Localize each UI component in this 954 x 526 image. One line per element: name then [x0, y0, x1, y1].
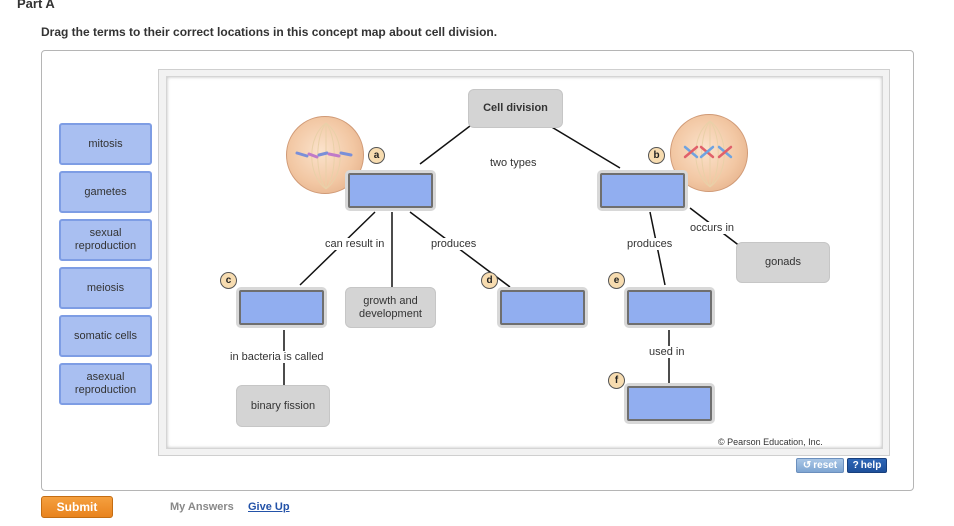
term-gametes[interactable]: gametes [59, 171, 152, 213]
link-label-occurs-in: occurs in [689, 222, 736, 234]
term-meiosis[interactable]: meiosis [59, 267, 152, 309]
reset-icon: ↺ [802, 460, 812, 471]
term-somatic-cells[interactable]: somatic cells [59, 315, 152, 357]
drop-target-a[interactable] [345, 170, 436, 211]
instruction-text: Drag the terms to their correct location… [41, 25, 498, 39]
help-button[interactable]: ? help [847, 458, 887, 473]
node-gonads: gonads [736, 242, 830, 283]
copyright-text: © Pearson Education, Inc. [718, 437, 823, 447]
drop-target-e[interactable] [624, 287, 715, 328]
badge-a: a [368, 147, 385, 164]
mitosis-cell-icon [286, 116, 364, 194]
link-label-can-result-in: can result in [324, 238, 386, 250]
part-title: Part A [17, 0, 55, 11]
drop-target-b[interactable] [597, 170, 688, 211]
submit-button[interactable]: Submit [41, 496, 113, 518]
drop-target-d[interactable] [497, 287, 588, 328]
badge-f: f [608, 372, 625, 389]
give-up-link[interactable]: Give Up [248, 501, 290, 513]
term-asexual-reproduction[interactable]: asexual reproduction [59, 363, 152, 405]
badge-b: b [648, 147, 665, 164]
drop-target-f[interactable] [624, 383, 715, 424]
badge-e: e [608, 272, 625, 289]
link-label-produces-right: produces [626, 238, 674, 250]
help-icon: ? [852, 460, 859, 471]
link-label-produces-left: produces [430, 238, 478, 250]
reset-button[interactable]: ↺ reset [796, 458, 844, 473]
term-sexual-reproduction[interactable]: sexual reproduction [59, 219, 152, 261]
root-node-cell-division: Cell division [468, 89, 563, 128]
badge-d: d [481, 272, 498, 289]
term-mitosis[interactable]: mitosis [59, 123, 152, 165]
help-label: help [860, 460, 882, 471]
meiosis-cell-icon [670, 114, 748, 192]
link-label-two-types: two types [489, 157, 538, 169]
link-label-in-bacteria: in bacteria is called [229, 351, 325, 363]
badge-c: c [220, 272, 237, 289]
reset-label: reset [813, 460, 838, 471]
link-label-used-in: used in [648, 346, 686, 358]
node-growth-and-development: growth and development [345, 287, 436, 328]
drop-target-c[interactable] [236, 287, 327, 328]
my-answers-label: My Answers [170, 501, 234, 513]
node-binary-fission: binary fission [236, 385, 330, 427]
